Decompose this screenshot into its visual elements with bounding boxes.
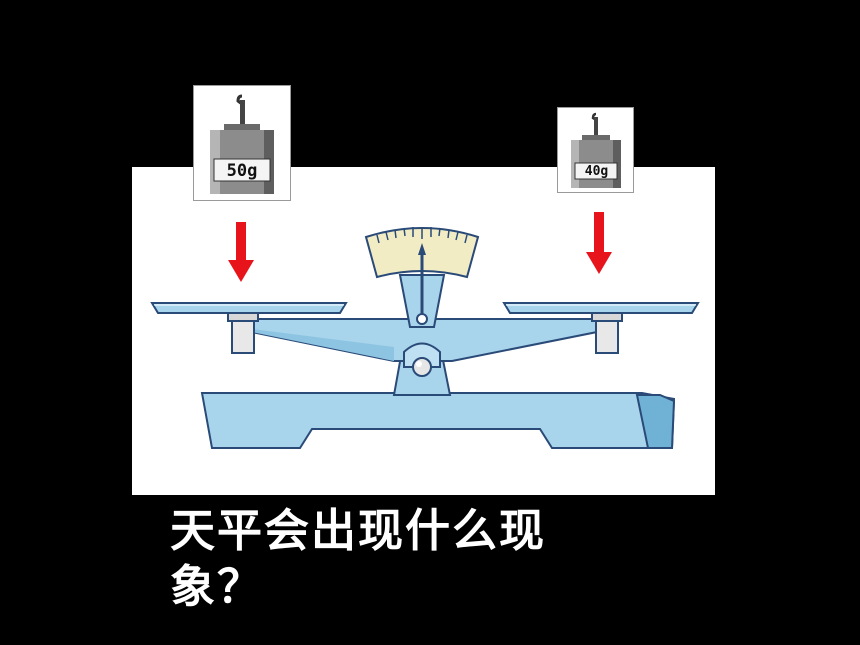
left-pan — [150, 302, 348, 354]
mass-label-left: 50g — [226, 161, 258, 181]
arrow-down-icon — [228, 222, 254, 282]
balance-dial — [364, 227, 480, 325]
scale-pivot — [403, 342, 441, 377]
weight-icon — [571, 112, 621, 188]
weight-icon — [210, 94, 274, 194]
arrow-down-icon — [586, 212, 612, 274]
scale-base — [200, 392, 676, 449]
mass-label-right: 40g — [584, 164, 609, 179]
right-pan — [502, 302, 700, 354]
balance-scale-icon — [150, 227, 700, 449]
question-text: 天平会出现什么现象？ — [170, 504, 547, 613]
weight-card-right: 40g — [557, 107, 634, 193]
weight-card-left: 50g — [193, 85, 291, 201]
